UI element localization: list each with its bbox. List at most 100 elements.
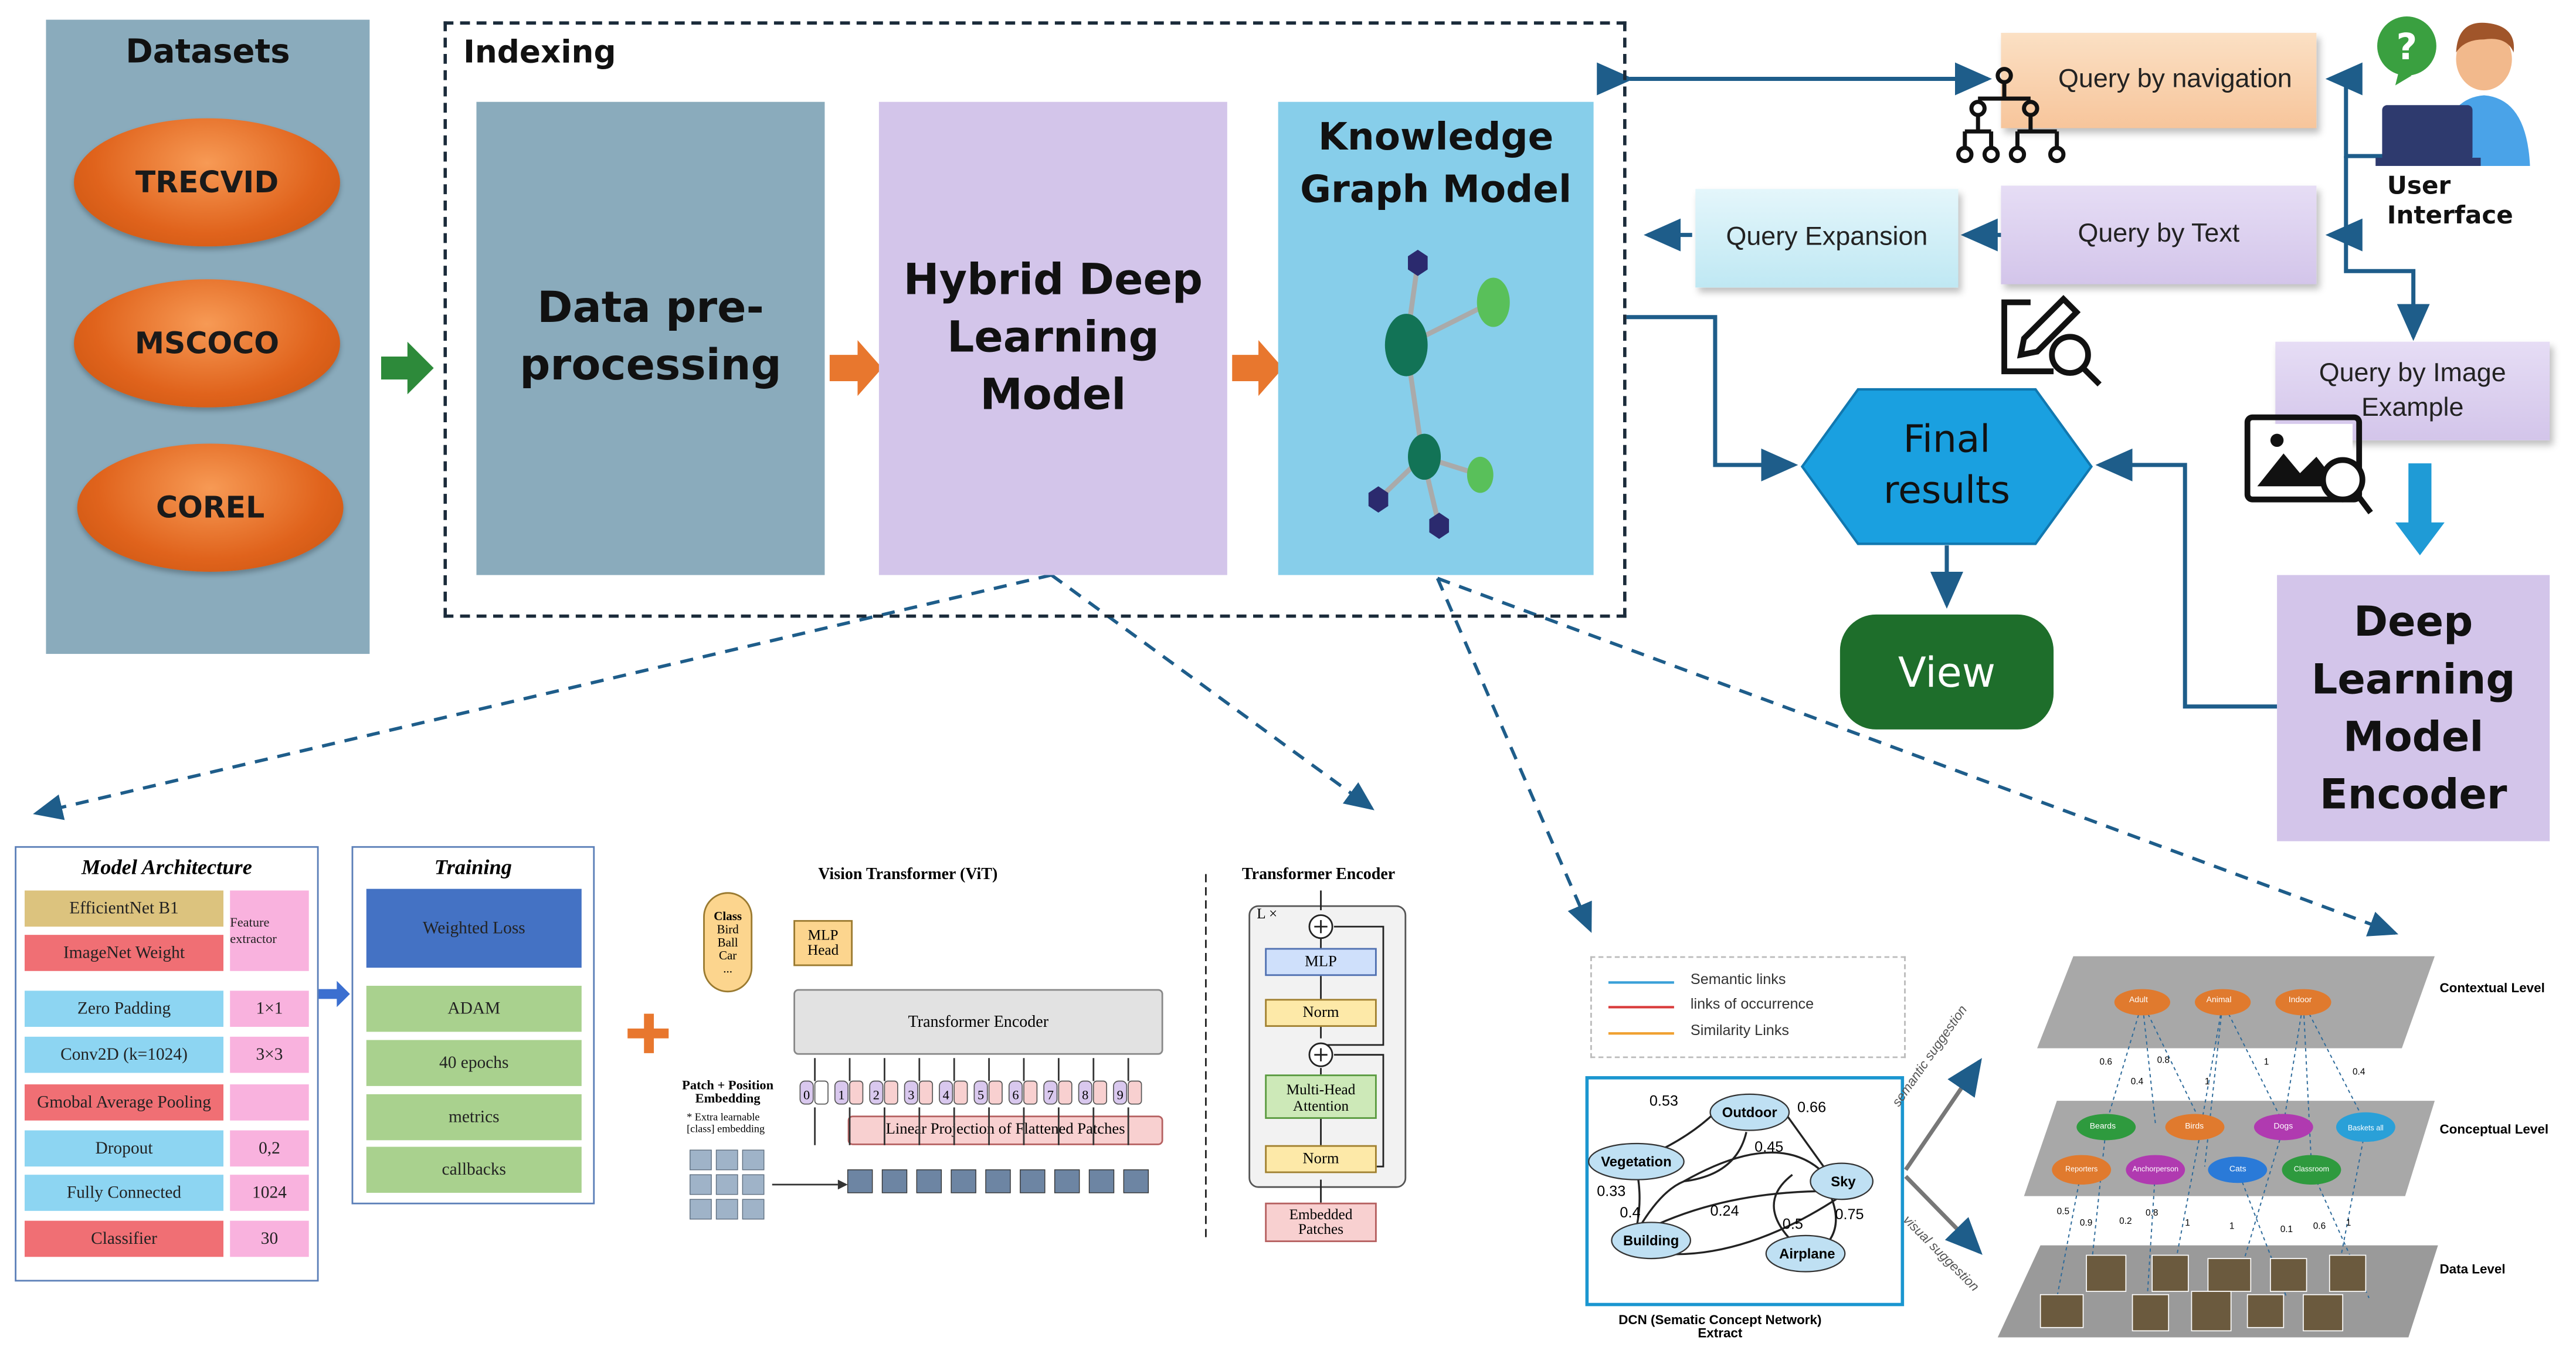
position-embedding: [1008, 1080, 1023, 1105]
query-navigation-box[interactable]: Query by navigation: [2001, 33, 2317, 128]
final-results-hexagon: [1800, 388, 2093, 545]
arch-row-value-7: 30: [230, 1220, 309, 1257]
training-item-3: metrics: [366, 1094, 582, 1141]
query-image-box[interactable]: Query by Image Example: [2275, 341, 2550, 440]
training-item-0: Weighted Loss: [366, 888, 582, 968]
levels-node-dogs: Dogs: [2273, 1122, 2293, 1132]
vit-title: Vision Transformer (ViT): [818, 866, 998, 884]
dcn-weight-6: 0.5: [1782, 1216, 1803, 1233]
query-image-label: Query by Image Example: [2319, 359, 2506, 423]
legend-semantic: Semantic links: [1690, 971, 1786, 988]
levels-node-birds: Birds: [2185, 1122, 2204, 1132]
token-label: 2: [873, 1087, 880, 1102]
final-results-label: Final results: [1883, 419, 2010, 513]
levels-diagram: [1997, 956, 2438, 1338]
knowledge-graph-title: Knowledge Graph Model: [1300, 116, 1572, 212]
patch-token: [814, 1080, 829, 1105]
dcn-node-airplane: Airplane: [1779, 1245, 1835, 1262]
view-button[interactable]: View: [1839, 614, 2054, 730]
dcn-graph-edges: [1588, 1093, 1874, 1273]
levels-node-reporters: Reporters: [2065, 1163, 2098, 1172]
encoder-block-lx: L ×: [1257, 905, 1278, 922]
dataset-trecvid: TRECVID: [74, 118, 340, 247]
encoder-block-norm-1: Norm: [1265, 999, 1377, 1027]
query-text-box[interactable]: Query by Text: [2001, 185, 2317, 284]
arch-row-label-1: ImageNet Weight: [25, 935, 224, 971]
dcn-weight-7: 0.75: [1835, 1206, 1864, 1223]
levels-node-anchorperson: Anchorperson: [2132, 1163, 2179, 1172]
levels-node-beards: Beards: [2089, 1122, 2116, 1132]
preprocess-arrow: [829, 340, 883, 396]
vit-class-box: Class Bird Ball Car ...: [703, 892, 753, 993]
levels-node-adult: Adult: [2129, 995, 2148, 1006]
levels-node-indoor: Indoor: [2288, 995, 2312, 1006]
position-embedding: [1043, 1080, 1058, 1105]
encoder-block-flow: [1308, 890, 1384, 1203]
vit-class-title: Class: [714, 907, 742, 923]
user-interface-label: User Interface: [2387, 171, 2513, 230]
dcn-weight-2: 0.45: [1754, 1138, 1784, 1155]
levels-node-baskets: Baskets all: [2347, 1122, 2384, 1131]
dcn-weight-3: 0.33: [1597, 1183, 1626, 1200]
plus-sign: [627, 1013, 669, 1053]
data-level-label: Data Level: [2439, 1261, 2506, 1277]
token-label: 0: [803, 1087, 810, 1102]
token-label: 1: [838, 1087, 844, 1102]
arch-row-value-2: 1×1: [230, 990, 309, 1027]
datasets-title: Datasets: [125, 31, 290, 71]
levels-weight-7: 0.9: [2079, 1219, 2093, 1229]
levels-weight-11: 1: [2229, 1222, 2235, 1233]
patch-token: [1092, 1080, 1108, 1105]
position-embedding: [904, 1080, 918, 1105]
arch-row-label-4: Gmobal Average Pooling: [25, 1084, 224, 1121]
encoder-block-embedded: Embedded Patches: [1265, 1202, 1377, 1243]
user-icon: ?: [2375, 16, 2530, 166]
patch-token: [1023, 1080, 1038, 1105]
levels-weight-0: 0.6: [2099, 1058, 2112, 1068]
levels-node-classroom: Classroom: [2293, 1163, 2330, 1172]
vit-class-item-1: Ball: [717, 934, 738, 949]
encoder-block-mlp: MLP: [1265, 948, 1377, 976]
indexing-title: Indexing: [463, 34, 616, 71]
arch-row-value-3: 3×3: [230, 1036, 309, 1073]
levels-weight-13: 0.6: [2313, 1222, 2326, 1233]
position-embedding: [973, 1080, 988, 1105]
levels-weight-4: 1: [2263, 1058, 2269, 1068]
levels-node-animal: Animal: [2206, 995, 2232, 1006]
vit-linear-projection: Linear Projection of Flattened Patches: [847, 1115, 1163, 1145]
position-embedding: [799, 1080, 814, 1105]
patch-token: [1058, 1080, 1073, 1105]
position-embedding: [869, 1080, 884, 1105]
token-label: 5: [978, 1087, 984, 1102]
conceptual-level-label: Conceptual Level: [2439, 1122, 2549, 1137]
dcn-node-sky: Sky: [1831, 1173, 1856, 1190]
patch-token: [1128, 1080, 1142, 1105]
graph-icon: [1368, 249, 1510, 539]
arch-row-value-0: Feature extractor: [230, 890, 309, 971]
arch-row-label-0: EfficientNet B1: [25, 890, 224, 927]
query-expansion-box[interactable]: Query Expansion: [1695, 189, 1959, 288]
arch-row-value-5: 0,2: [230, 1130, 309, 1167]
legend-occurrence: links of occurrence: [1690, 995, 1814, 1012]
dataset-mscoco: MSCOCO: [74, 279, 340, 408]
arch-row-label-6: Fully Connected: [25, 1175, 224, 1211]
contextual-level-label: Contextual Level: [2439, 981, 2545, 996]
vit-mlp-head: MLP Head: [793, 920, 853, 966]
levels-weight-6: 0.5: [2056, 1207, 2070, 1218]
training-item-2: 40 epochs: [366, 1040, 582, 1086]
levels-weight-1: 0.4: [2130, 1077, 2144, 1088]
datasets-arrow: [381, 341, 434, 395]
token-label: 7: [1047, 1087, 1054, 1102]
dcn-weight-0: 0.53: [1649, 1093, 1678, 1110]
token-label: 6: [1012, 1087, 1019, 1102]
levels-weight-9: 0.8: [2145, 1209, 2158, 1219]
levels-weight-5: 0.4: [2352, 1068, 2365, 1078]
levels-weight-2: 0.8: [2157, 1056, 2170, 1067]
query-expansion-label: Query Expansion: [1726, 223, 1928, 252]
hybrid-model-box: Hybrid Deep Learning Model: [878, 101, 1227, 575]
knowledge-graph-box: Knowledge Graph Model: [1278, 101, 1594, 575]
arch-row-label-7: Classifier: [25, 1220, 224, 1257]
vit-transformer-encoder: Transformer Encoder: [793, 989, 1163, 1055]
vit-input-patches: [689, 1149, 1149, 1220]
